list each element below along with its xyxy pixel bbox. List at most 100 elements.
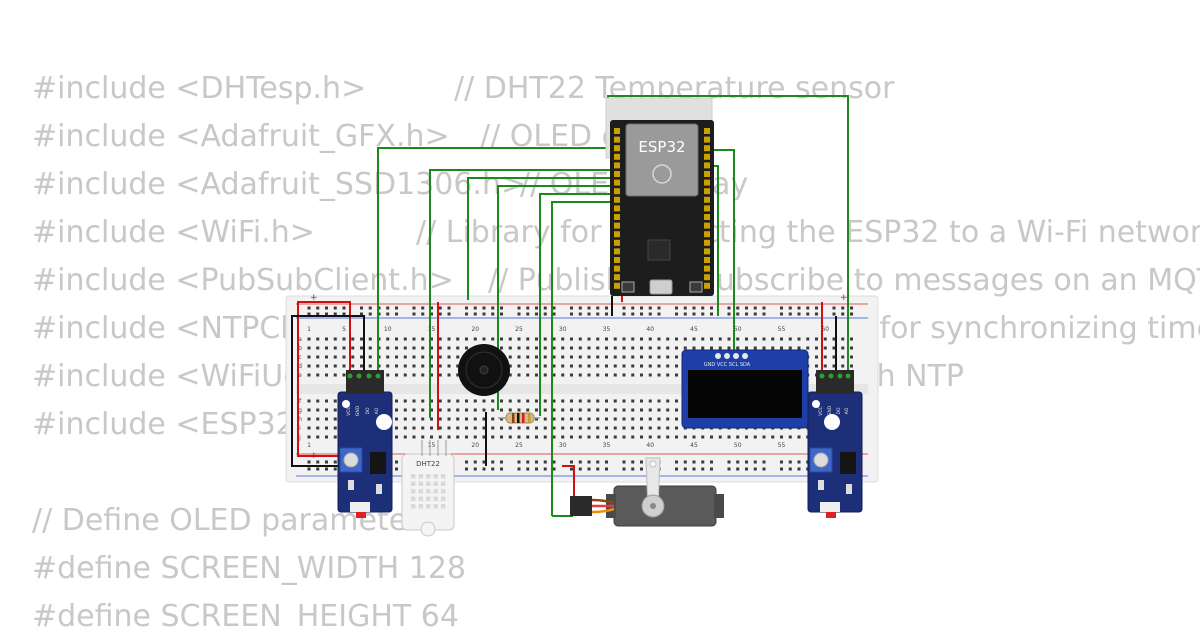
breadboard-hole	[622, 399, 626, 403]
rail-hole	[368, 306, 372, 310]
breadboard-hole	[342, 337, 346, 341]
breadboard-hole	[657, 408, 661, 412]
dht22-vent	[411, 496, 416, 501]
breadboard-hole	[430, 417, 433, 421]
rail-hole	[517, 306, 521, 310]
breadboard-hole	[508, 364, 512, 368]
wire-black-ldr-left-gnd	[291, 315, 365, 467]
breadboard-hole	[438, 435, 442, 439]
breadboard-hole	[648, 408, 652, 412]
breadboard-column-number: 5	[342, 326, 346, 333]
rail-hole	[683, 312, 687, 316]
servo-connector	[570, 496, 592, 516]
breadboard-hole	[648, 346, 652, 350]
breadboard-hole	[395, 346, 398, 350]
breadboard-hole	[438, 355, 442, 359]
resistor-band-4	[528, 413, 531, 423]
esp32-pin	[614, 265, 620, 272]
breadboard-hole	[333, 355, 337, 359]
breadboard-hole	[771, 346, 775, 350]
rail-hole	[526, 312, 530, 316]
breadboard-hole	[578, 408, 582, 412]
servo-wire-orange	[591, 507, 615, 514]
esp32-pin	[704, 145, 710, 152]
wire-green-buzzer	[497, 185, 612, 410]
rail-hole	[640, 306, 643, 310]
breadboard-hole	[631, 355, 635, 359]
esp32-pin	[614, 153, 620, 160]
breadboard-hole	[333, 346, 337, 350]
breadboard-hole	[596, 408, 600, 412]
breadboard-hole	[456, 355, 460, 359]
breadboard-hole	[622, 408, 626, 412]
breadboard-hole	[526, 426, 530, 430]
breadboard-hole	[692, 337, 696, 341]
rail-hole	[596, 306, 600, 310]
esp32-pin	[614, 231, 620, 238]
breadboard-hole	[596, 337, 600, 341]
rail-hole	[517, 460, 521, 464]
breadboard-hole	[403, 364, 407, 368]
breadboard-column-number: 45	[690, 442, 698, 449]
boot-button[interactable]	[621, 281, 635, 293]
breadboard-hole	[727, 337, 731, 341]
rail-hole	[753, 467, 757, 471]
dht22-sensor: DHT22	[401, 440, 455, 537]
breadboard-hole	[351, 346, 355, 350]
breadboard-hole	[841, 346, 845, 350]
breadboard-hole	[535, 355, 538, 359]
breadboard-hole	[316, 426, 320, 430]
breadboard-hole	[307, 355, 311, 359]
dht22-vent-grid	[411, 474, 446, 509]
breadboard-hole	[622, 364, 626, 368]
breadboard-column-number: 20	[471, 442, 479, 449]
breadboard-hole	[736, 435, 740, 439]
rail-hole	[648, 312, 652, 316]
breadboard-hole	[351, 364, 355, 368]
breadboard-hole	[640, 435, 643, 439]
ldr-left-pot-knob[interactable]	[343, 452, 359, 468]
breadboard-hole	[447, 399, 451, 403]
rail-hole	[395, 312, 398, 316]
breadboard-hole	[438, 417, 442, 421]
servo-horn-hole	[649, 460, 657, 468]
breadboard-hole	[570, 435, 573, 439]
breadboard-hole	[736, 337, 740, 341]
breadboard-hole	[736, 346, 740, 350]
breadboard-hole	[438, 399, 442, 403]
reset-button[interactable]	[689, 281, 703, 293]
breadboard-hole	[675, 355, 678, 359]
breadboard-hole	[561, 435, 565, 439]
breadboard-hole	[570, 426, 573, 430]
breadboard-hole	[578, 364, 582, 368]
rail-hole	[316, 467, 320, 471]
breadboard-hole	[561, 355, 565, 359]
rail-hole	[473, 312, 477, 316]
breadboard-hole	[360, 346, 363, 350]
breadboard-hole	[526, 346, 530, 350]
rail-hole	[622, 460, 626, 464]
servo-wire-brown	[591, 498, 615, 505]
code-text: #include <Adafruit_GFX.h>	[32, 119, 450, 154]
breadboard-hole	[412, 426, 416, 430]
rail-hole	[465, 312, 468, 316]
breadboard-hole	[788, 337, 792, 341]
breadboard-hole	[316, 373, 320, 377]
breadboard-hole	[666, 337, 670, 341]
rail-hole	[430, 312, 433, 316]
breadboard-hole	[631, 417, 635, 421]
rail-hole	[395, 460, 398, 464]
breadboard-hole	[395, 435, 398, 439]
rail-hole	[850, 312, 853, 316]
breadboard-row-letter: b	[298, 345, 302, 352]
rail-hole	[745, 306, 748, 310]
breadboard-hole	[666, 399, 670, 403]
ldr-right-pot-knob[interactable]	[813, 452, 829, 468]
breadboard-column-numbers: 1155101015152020252530303535404045455050…	[307, 326, 829, 449]
esp32-chip	[647, 239, 671, 261]
breadboard-hole	[473, 426, 477, 430]
breadboard-hole	[342, 355, 346, 359]
breadboard-hole	[823, 364, 827, 368]
rail-hole	[307, 467, 311, 471]
